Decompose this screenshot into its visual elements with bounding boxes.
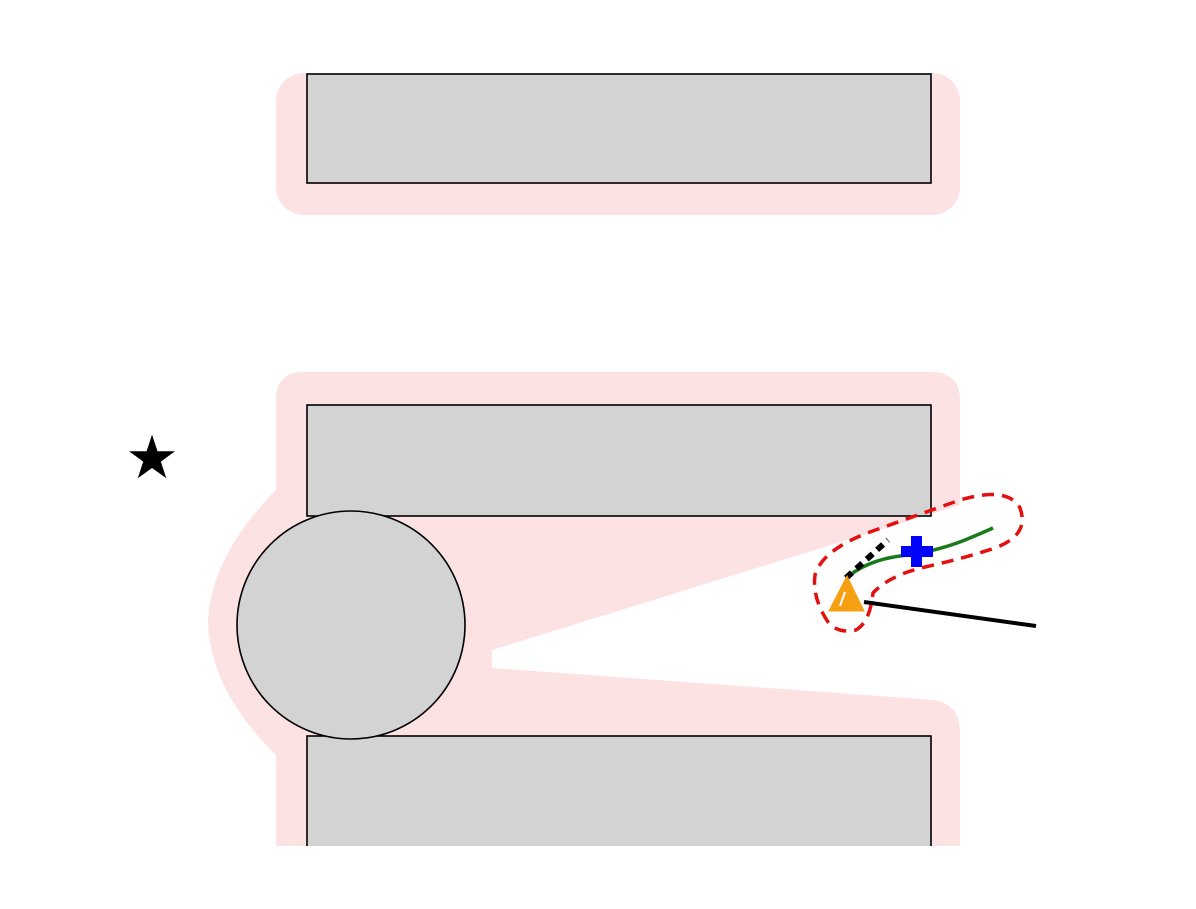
planned-path <box>848 526 994 577</box>
obstacle-circle <box>236 510 466 740</box>
obstacle-bottom <box>306 735 932 852</box>
predicted-motion <box>843 537 891 581</box>
obstacle-top <box>306 73 932 184</box>
star-icon: ★ <box>125 423 179 493</box>
safety-boundary <box>812 492 1024 633</box>
bottom-crop-mask <box>270 846 970 866</box>
plus-icon <box>901 536 933 567</box>
obstacles <box>236 73 970 866</box>
trajectory-line <box>863 600 1037 628</box>
triangle-icon <box>828 574 865 612</box>
obstacle-middle <box>306 404 932 517</box>
